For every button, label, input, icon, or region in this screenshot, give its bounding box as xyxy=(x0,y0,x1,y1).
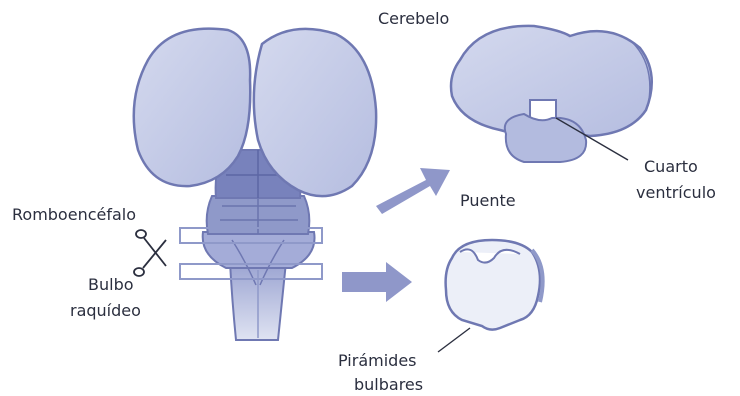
medulla-section xyxy=(446,240,543,330)
label-bulbo-line2: raquídeo xyxy=(70,301,141,320)
leader-line-piramides xyxy=(438,328,470,352)
left-hemisphere xyxy=(134,29,250,186)
arrow-right-icon xyxy=(376,168,450,214)
label-romboencefalo: Romboencéfalo xyxy=(12,205,136,224)
label-puente: Puente xyxy=(460,191,516,210)
label-piramides-line2: bulbares xyxy=(354,375,423,394)
medulla xyxy=(203,232,315,268)
label-cuarto-line2: ventrículo xyxy=(636,183,716,202)
label-cerebelo: Cerebelo xyxy=(378,9,449,28)
arrow-right-icon xyxy=(342,262,412,302)
label-cuarto-line1: Cuarto xyxy=(644,157,698,176)
pons-section xyxy=(505,114,586,162)
scissors-icon xyxy=(134,230,166,276)
brainstem-figure xyxy=(134,29,376,340)
label-bulbo-line1: Bulbo xyxy=(88,275,134,294)
label-piramides-line1: Pirámides xyxy=(338,351,417,370)
cerebellum-section xyxy=(451,26,652,162)
